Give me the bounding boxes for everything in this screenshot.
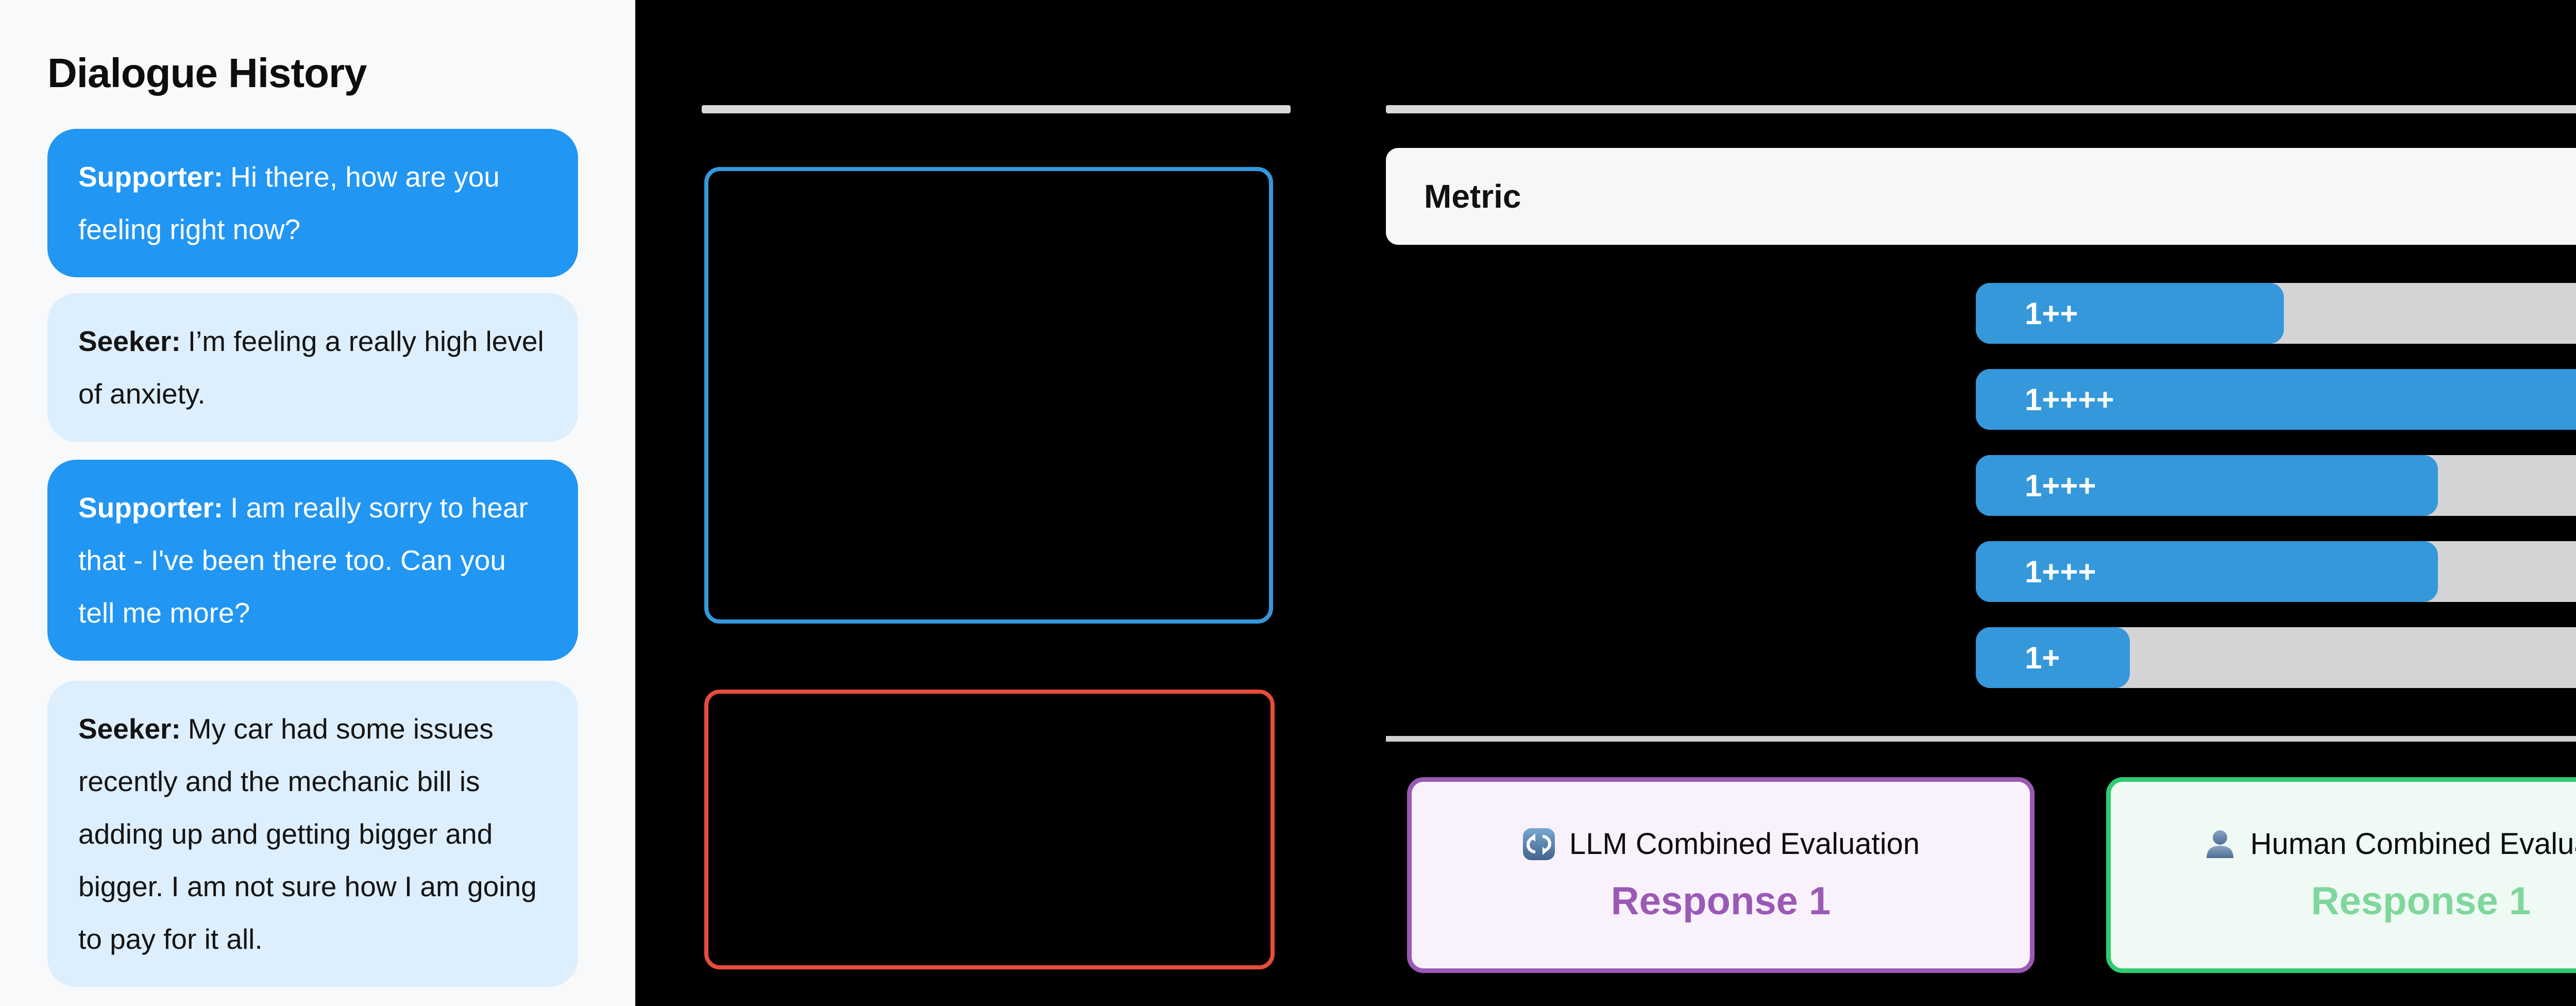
score-bar-fill: 1++++ [1976,369,2576,430]
metric-score-bar: 1++ [1976,283,2576,344]
human-selected-response: Response 1 [2311,879,2531,923]
message-text: I am really sorry to hear that - I've be… [78,492,528,629]
message-text: I’m feeling a really high level of anxie… [78,325,544,410]
human-card-title: Human Combined Evaluation [2203,827,2576,861]
dialogue-history-panel: Dialogue History Supporter:Hi there, how… [0,0,635,1006]
chat-bubble-supporter-2: Supporter:I am really sorry to hear that… [47,460,578,661]
person-icon [2206,830,2233,858]
metric-score-bar: 1+++ [1976,455,2576,516]
human-evaluation-card: Human Combined Evaluation Response 1 [2106,777,2576,973]
score-bar-label: 1+++ [2025,468,2096,503]
responses-column-header-placeholder [702,105,1291,113]
message-text: Hi there, how are you feeling right now? [78,161,500,245]
llm-selected-response: Response 1 [1611,879,1831,923]
message-text: My car had some issues recently and the … [78,713,537,955]
chat-bubble-supporter-1: Supporter:Hi there, how are you feeling … [47,129,578,277]
score-bar-fill: 1+++ [1976,455,2438,516]
score-bar-label: 1+ [2025,640,2060,675]
metric-score-bar: 1+++ [1976,541,2576,602]
llm-card-title-text: LLM Combined Evaluation [1569,827,1920,861]
speaker-label: Supporter: [78,161,224,193]
speaker-label: Supporter: [78,492,224,524]
panel-title: Dialogue History [47,50,367,96]
score-bar-label: 1+++ [2025,554,2096,589]
speaker-label: Seeker: [78,325,181,357]
speaker-label: Seeker: [78,713,181,745]
metrics-column-header-placeholder [1386,105,2576,113]
response-1-box[interactable] [704,167,1273,624]
section-divider [1386,736,2576,742]
metric-score-bar: 1+ [1976,627,2576,688]
response-2-box[interactable] [704,690,1275,969]
llm-evaluation-card: LLM Combined Evaluation Response 1 [1407,777,2035,973]
score-bar-fill: 1+++ [1976,541,2438,602]
metric-score-bar: 1++++ [1976,369,2576,430]
score-bar-fill: 1+ [1976,627,2130,688]
score-bar-label: 1++ [2025,296,2078,331]
metric-table-header: Metric [1386,148,2576,245]
score-bar-fill: 1++ [1976,283,2284,344]
llm-card-title: LLM Combined Evaluation [1522,827,1920,861]
chat-bubble-seeker-1: Seeker:I’m feeling a really high level o… [47,293,578,442]
human-card-title-text: Human Combined Evaluation [2250,827,2576,861]
chat-bubble-seeker-2: Seeker:My car had some issues recently a… [47,681,578,987]
sync-icon [1522,828,1555,860]
metric-header-label: Metric [1424,178,1521,215]
score-bar-label: 1++++ [2025,382,2114,417]
